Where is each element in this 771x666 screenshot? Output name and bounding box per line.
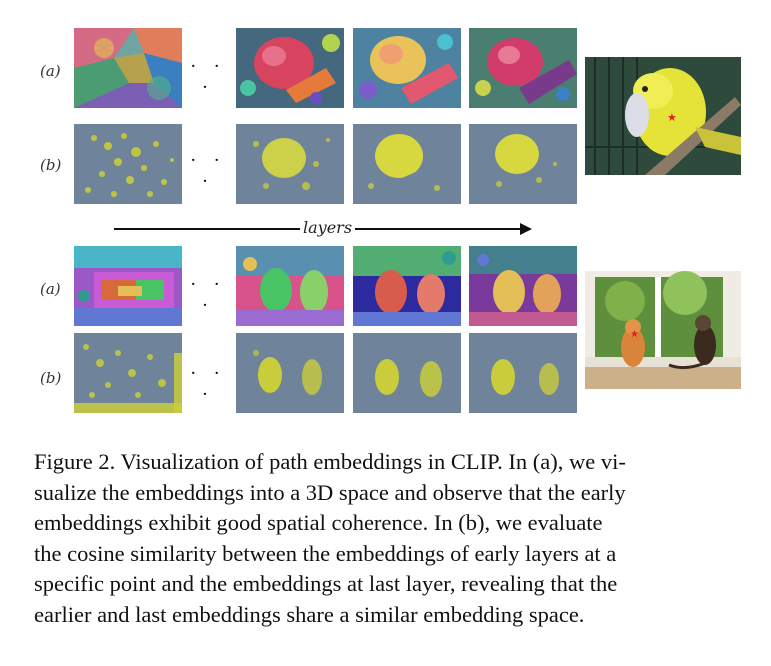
figure: (a) (b) (a) (b) · · · · · · · · · · · · bbox=[40, 28, 741, 413]
similarity-map-bottom-early bbox=[74, 333, 182, 413]
parrot-photo: ★ bbox=[585, 57, 741, 175]
row-label-a-bottom: (a) bbox=[40, 280, 61, 298]
cats-photo: ★ bbox=[585, 271, 741, 389]
row-label-b-bottom: (b) bbox=[40, 369, 62, 387]
row-label-b-top: (b) bbox=[40, 156, 62, 174]
caption-line: the cosine similarity between the embedd… bbox=[34, 540, 617, 566]
similarity-map-top-mid1 bbox=[236, 124, 344, 204]
similarity-map-top-last bbox=[469, 124, 577, 204]
embed-map-bottom-last bbox=[469, 246, 577, 326]
ellipsis-b-bottom: · · · bbox=[190, 363, 226, 405]
caption-line: sualize the embeddings into a 3D space a… bbox=[34, 479, 626, 505]
caption-line: Figure 2. Visualization of path embeddin… bbox=[34, 449, 626, 474]
similarity-map-top-mid2 bbox=[353, 124, 461, 204]
embed-map-bottom-early bbox=[74, 246, 182, 326]
ellipsis-a-bottom: · · · bbox=[190, 274, 226, 316]
point-marker-cat: ★ bbox=[630, 329, 639, 340]
caption-line: earlier and last embeddings share a simi… bbox=[34, 601, 585, 627]
ellipsis-a-top: · · · bbox=[190, 56, 226, 98]
point-marker-parrot: ★ bbox=[667, 111, 677, 124]
row-label-a-top: (a) bbox=[40, 62, 61, 80]
ellipsis-b-top: · · · bbox=[190, 150, 226, 192]
embed-map-top-mid2 bbox=[353, 28, 461, 108]
caption-line: embeddings exhibit good spatial coherenc… bbox=[34, 510, 603, 535]
similarity-map-top-early bbox=[74, 124, 182, 204]
embed-map-top-mid1 bbox=[236, 28, 344, 108]
figure-caption: Figure 2. Visualization of path embeddin… bbox=[34, 447, 740, 630]
embed-map-top-early bbox=[74, 28, 182, 108]
similarity-map-bottom-last bbox=[469, 333, 577, 413]
layers-label: layers bbox=[300, 218, 356, 237]
similarity-map-bottom-mid1 bbox=[236, 333, 344, 413]
similarity-map-bottom-mid2 bbox=[353, 333, 461, 413]
embed-map-bottom-mid2 bbox=[353, 246, 461, 326]
embed-map-bottom-mid1 bbox=[236, 246, 344, 326]
caption-line: specific point and the embeddings at las… bbox=[34, 571, 618, 596]
embed-map-top-last bbox=[469, 28, 577, 108]
